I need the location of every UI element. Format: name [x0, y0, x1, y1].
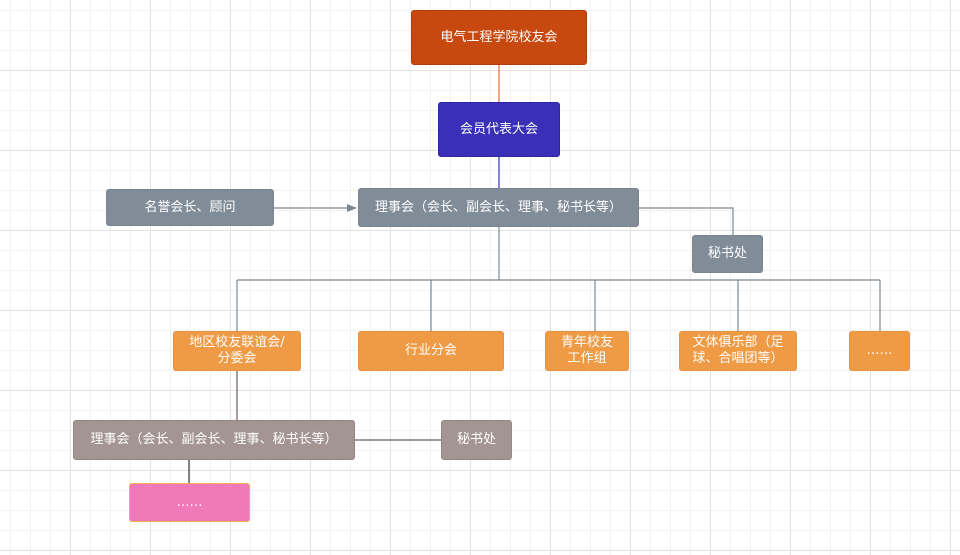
node-council[interactable]: 理事会（会长、副会长、理事、秘书长等）: [358, 188, 639, 227]
node-regional[interactable]: 地区校友联谊会/分委会: [173, 331, 301, 371]
line-council-to-secretariat: [639, 207, 734, 235]
node-sub-secretariat[interactable]: 秘书处: [441, 420, 512, 460]
node-assembly[interactable]: 会员代表大会: [438, 102, 560, 157]
node-honorary[interactable]: 名誉会长、顾问: [106, 189, 274, 226]
node-industry[interactable]: 行业分会: [358, 331, 504, 371]
node-youth[interactable]: 青年校友工作组: [545, 331, 629, 371]
node-secretariat[interactable]: 秘书处: [692, 235, 763, 273]
node-sub-more[interactable]: ……: [129, 483, 250, 522]
node-culture[interactable]: 文体俱乐部（足球、合唱团等）: [679, 331, 797, 371]
node-sub-council[interactable]: 理事会（会长、副会长、理事、秘书长等）: [73, 420, 355, 460]
node-root[interactable]: 电气工程学院校友会: [411, 10, 587, 65]
node-more-branches[interactable]: ……: [849, 331, 910, 371]
